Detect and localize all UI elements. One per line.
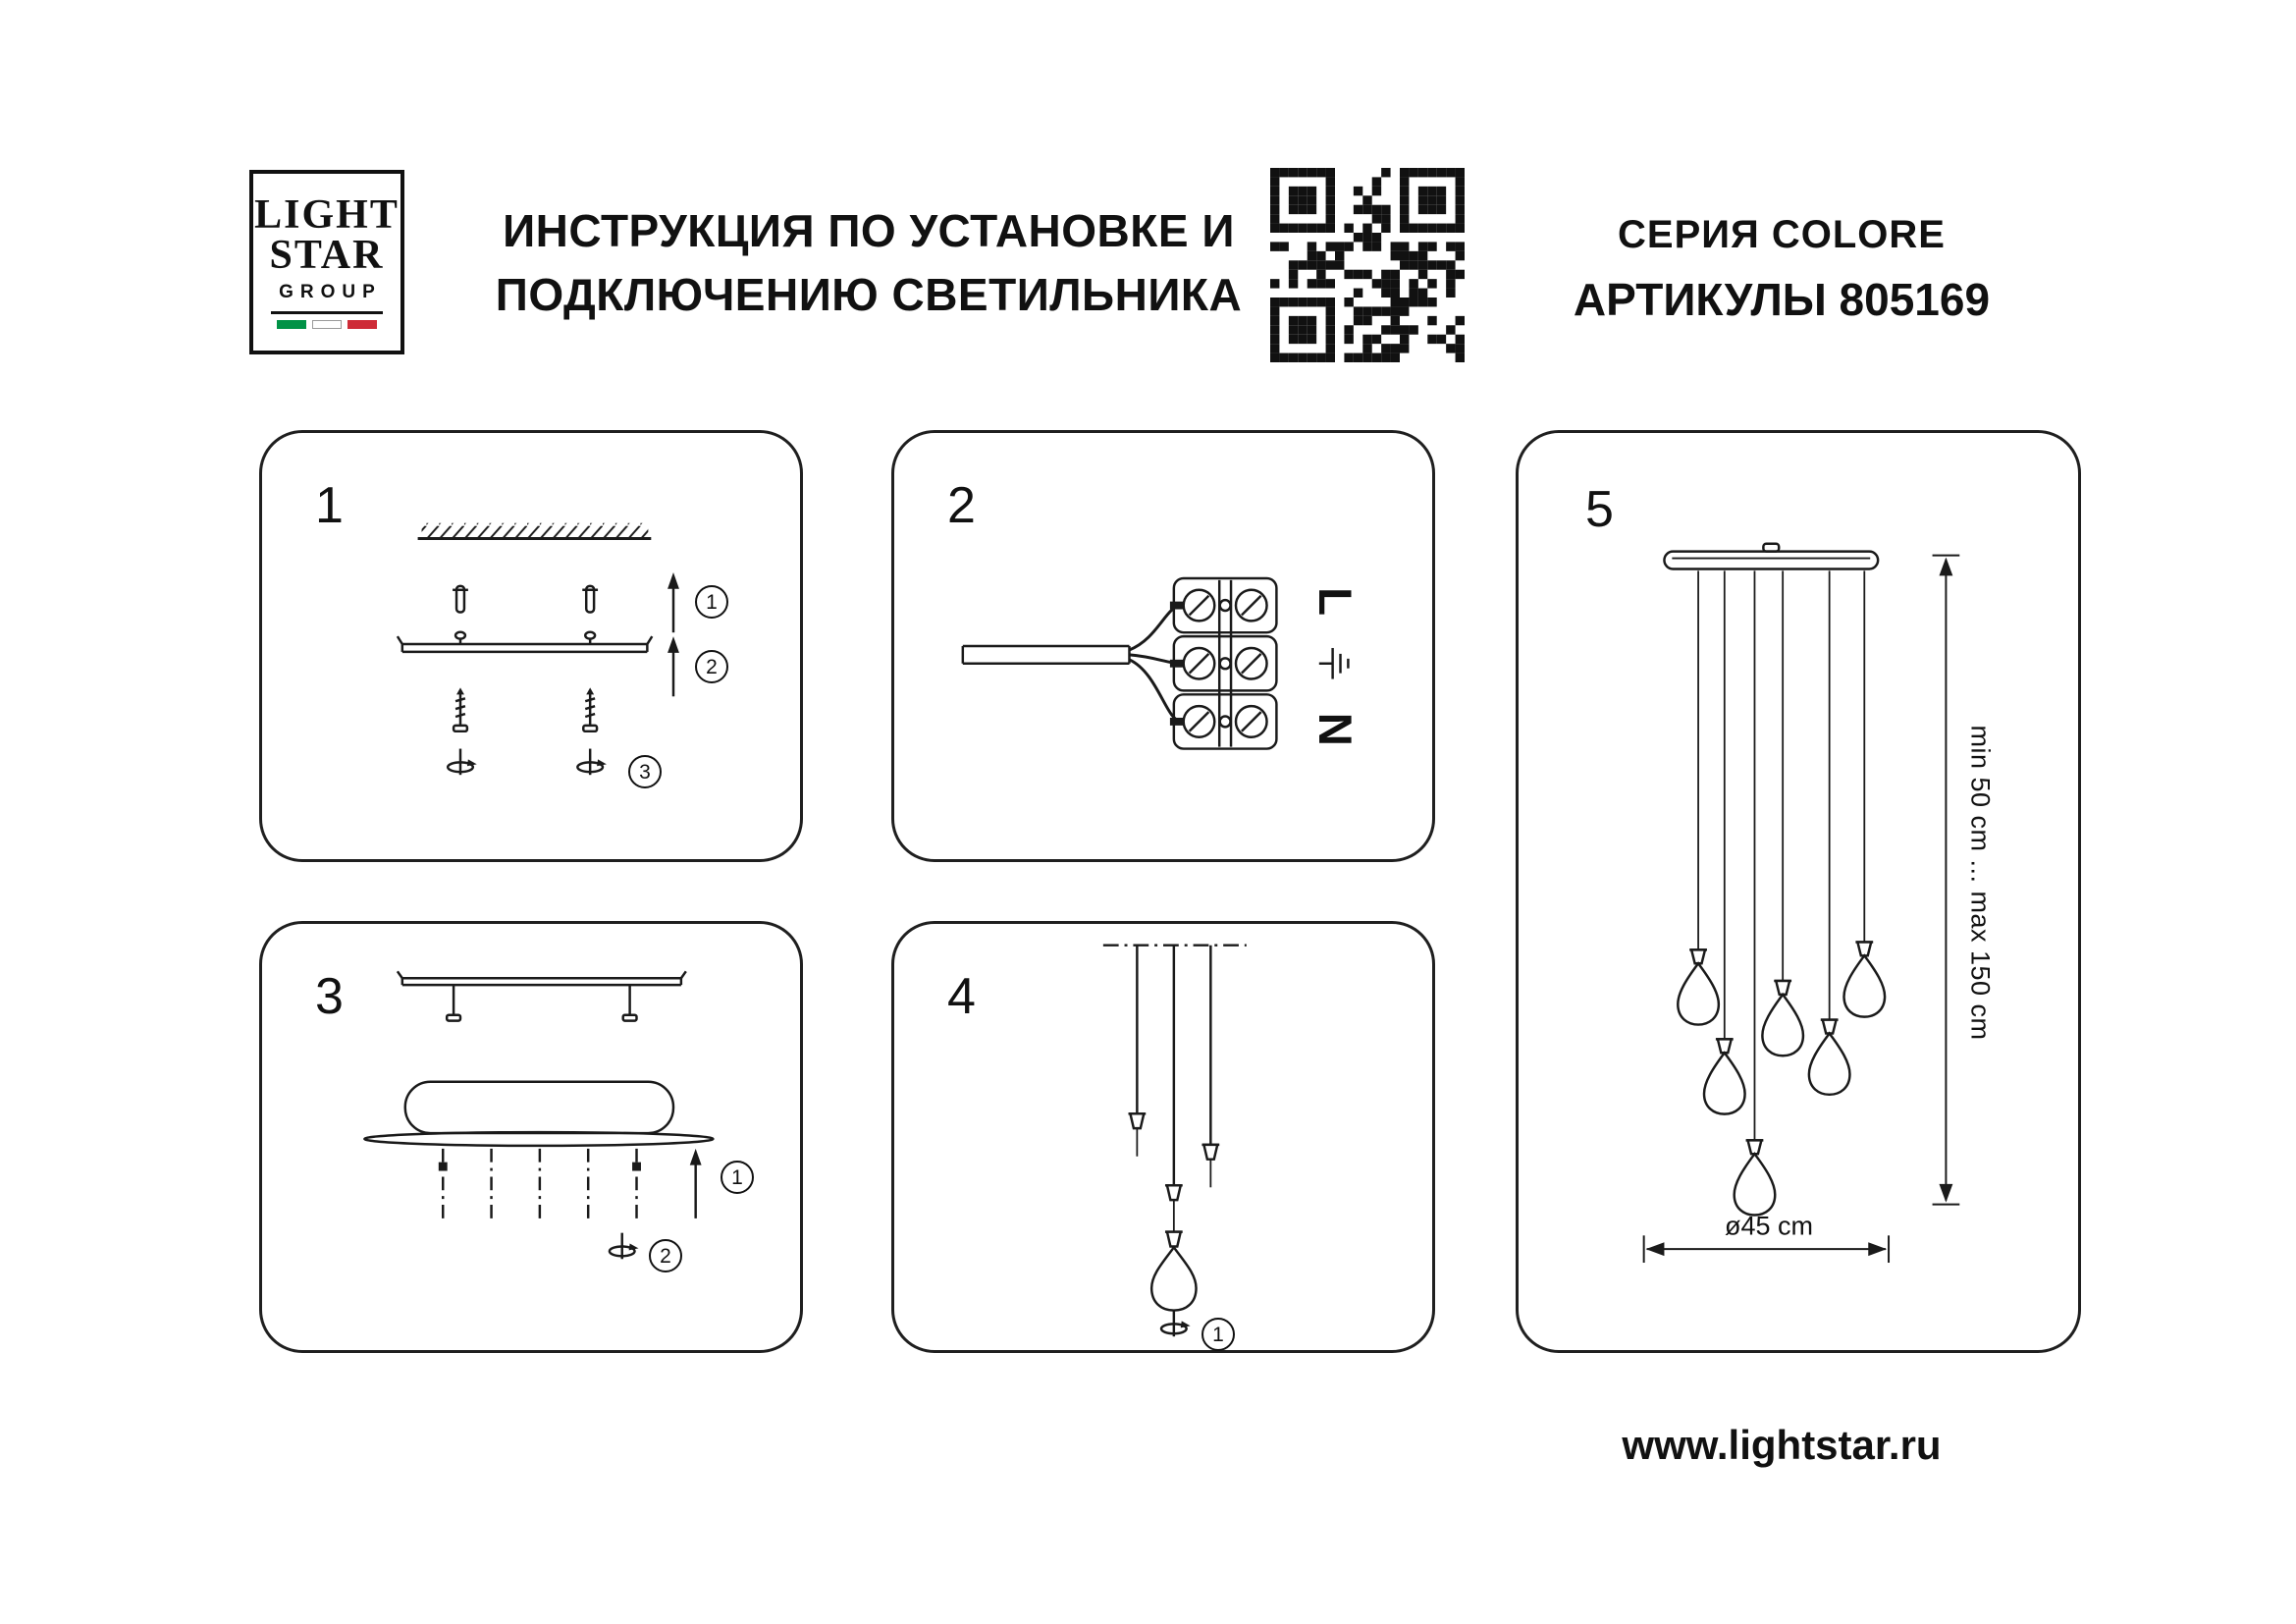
screw-tighten-icon: [1159, 1309, 1192, 1338]
step-1-panel: 1: [259, 430, 803, 862]
step-3-number: 3: [315, 968, 344, 1025]
title-line-1: ИНСТРУКЦИЯ ПО УСТАНОВКЕ И: [503, 205, 1235, 256]
logo-word-star: STAR: [269, 233, 385, 278]
glass-drop-shades: [1677, 941, 1887, 1217]
step-4-diagram: [1102, 944, 1247, 1338]
ceiling-canopy: [363, 1080, 715, 1148]
pendant-cord: [1201, 945, 1221, 1188]
step-4-panel: 4: [891, 921, 1435, 1353]
callout-2: 2: [649, 1239, 682, 1272]
step-1-diagram: [396, 522, 679, 777]
website-url: www.lightstar.ru: [1622, 1422, 1942, 1468]
flag-green: [277, 320, 306, 330]
screw-icon: [452, 687, 599, 733]
supply-cable: [961, 601, 1184, 726]
pendant-cords: [442, 1148, 638, 1222]
step-5-number: 5: [1585, 481, 1614, 538]
callout-1: 1: [1201, 1318, 1235, 1351]
earth-ground-icon: [1318, 647, 1350, 679]
terminal-label-line: L: [1308, 587, 1361, 616]
pendant-fixture: [1697, 570, 1866, 1141]
cord-lock-icon: [438, 1162, 641, 1171]
mounting-bracket: [396, 970, 687, 1022]
horizontal-dimension-arrow: [1642, 1235, 1891, 1264]
terminal-label-neutral: N: [1308, 713, 1361, 746]
title-line-2: ПОДКЛЮЧЕНИЮ СВЕТИЛЬНИКА: [495, 269, 1243, 321]
lightstar-logo: LIGHT STAR GROUP: [249, 170, 404, 354]
step-5-panel: 5: [1516, 430, 2081, 1353]
step-2-panel: 2: [891, 430, 1435, 862]
callout-1: 1: [695, 585, 728, 619]
logo-word-light: LIGHT: [254, 191, 400, 238]
callout-1: 1: [721, 1161, 754, 1194]
dowel-anchor-icon: [453, 584, 599, 614]
height-dimension-label: min 50 cm ... max 150 cm: [1965, 725, 1996, 1041]
italian-flag-icon: [277, 320, 377, 330]
logo-word-group: GROUP: [279, 282, 382, 303]
page-title: ИНСТРУКЦИЯ ПО УСТАНОВКЕ И ПОДКЛЮЧЕНИЮ СВ…: [461, 199, 1276, 328]
pendant-cord: [1127, 945, 1148, 1157]
article-number: АРТИКУЛЫ 805169: [1573, 274, 1991, 325]
flag-white: [312, 320, 342, 330]
terminal-block: [1172, 576, 1278, 750]
step-1-number: 1: [315, 477, 344, 534]
ceiling-hatch: [417, 522, 652, 540]
up-arrow-icon: [689, 1148, 702, 1218]
step-3-panel: 3: [259, 921, 803, 1353]
screw-tighten-icon: [608, 1231, 640, 1261]
ceiling-canopy: [1663, 542, 1880, 570]
step-4-number: 4: [947, 968, 976, 1025]
series-label: СЕРИЯ COLORE: [1618, 213, 1946, 256]
step-2-number: 2: [947, 477, 976, 534]
pendant-cord-with-shade: [1149, 945, 1198, 1312]
mounting-bracket: [396, 630, 654, 654]
qr-code: [1270, 168, 1465, 362]
flag-red: [347, 320, 377, 330]
up-arrow-icon: [667, 572, 679, 697]
callout-2: 2: [695, 650, 728, 683]
logo-divider: [271, 311, 383, 315]
step-3-diagram: [363, 970, 715, 1261]
diameter-dimension-label: ø45 cm: [1724, 1211, 1814, 1241]
vertical-dimension-arrow: [1932, 554, 1960, 1206]
step-2-diagram: L N: [961, 576, 1361, 750]
series-block: СЕРИЯ COLORE АРТИКУЛЫ 805169: [1526, 213, 2037, 326]
step-5-diagram: [1642, 542, 1960, 1264]
glass-drop-shade: [1149, 1245, 1198, 1312]
callout-3: 3: [628, 755, 662, 788]
screw-tighten-icon: [446, 747, 609, 777]
